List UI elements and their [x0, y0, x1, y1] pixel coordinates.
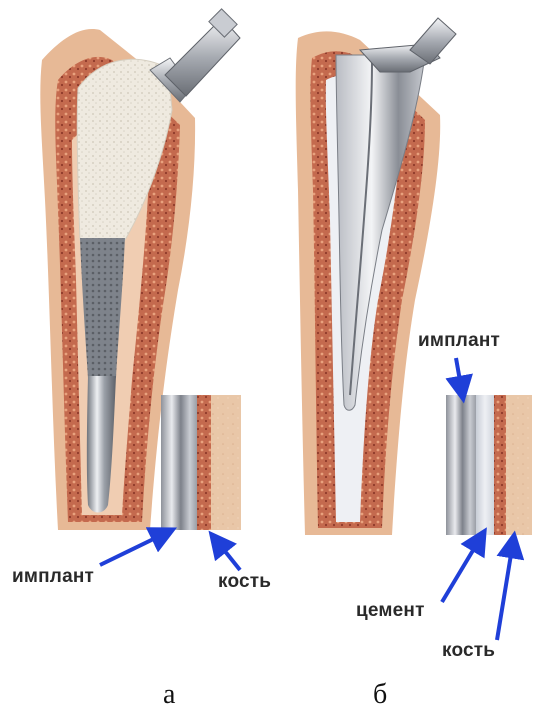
inset-b-cement-strip	[476, 395, 494, 535]
label-b-cement: цемент	[356, 600, 425, 622]
inset-b-implant-strip	[446, 395, 476, 535]
arrow-b-cement	[442, 532, 484, 602]
caption-b: б	[373, 679, 387, 711]
caption-a: а	[163, 679, 175, 711]
inset-b-bone-strip	[506, 395, 532, 535]
arrow-a-bone	[212, 535, 240, 570]
arrow-b-bone	[497, 536, 514, 640]
inset-a-implant-strip	[161, 395, 197, 530]
label-b-implant: имплант	[418, 330, 500, 352]
label-a-implant: имплант	[12, 566, 94, 588]
inset-a-bone-strip	[211, 395, 241, 530]
arrow-b-implant	[456, 358, 463, 398]
inset-b-interface-strip	[494, 395, 506, 535]
panel-b-femur	[296, 18, 456, 535]
inset-a-coating-strip	[197, 395, 211, 530]
panel-a-interface-inset	[161, 395, 241, 530]
label-a-bone: кость	[218, 571, 271, 593]
arrow-a-implant	[100, 530, 172, 565]
panel-b-interface-inset	[446, 395, 532, 535]
label-b-bone: кость	[442, 640, 495, 662]
